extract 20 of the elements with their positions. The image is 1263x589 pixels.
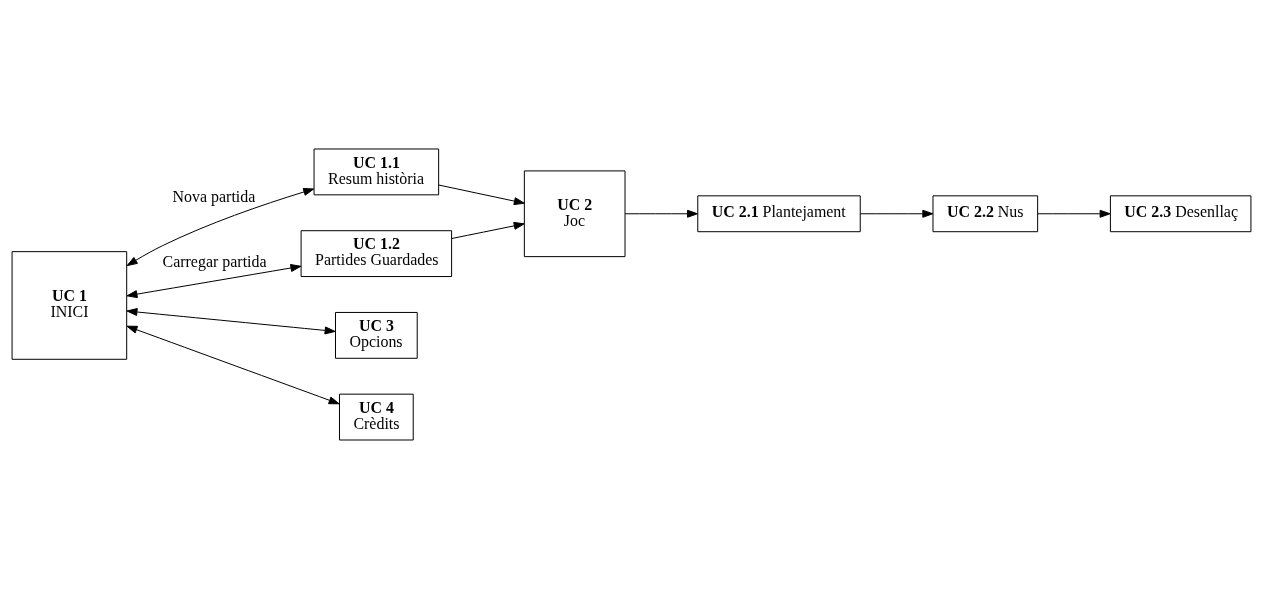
arrow	[859, 209, 934, 218]
arrow	[126, 325, 340, 405]
arrow	[438, 184, 525, 206]
arrow	[1037, 209, 1111, 218]
node-box: UC 1.1 Resum història	[313, 148, 440, 196]
node-box: UC 4 Crèdits	[339, 393, 414, 441]
node-box: UC 2 Joc	[523, 170, 626, 258]
arrow	[126, 188, 315, 267]
node-box: UC 2.2 Nus	[932, 195, 1039, 233]
node-box: UC 2.3 Desenllaç	[1109, 195, 1252, 233]
arrow	[126, 308, 336, 335]
node-box: UC 1 INICI	[11, 251, 128, 360]
edge-label: Carregar partida	[162, 253, 267, 271]
node-box: UC 2.1 Plantejament	[697, 195, 861, 233]
arrow	[451, 221, 525, 239]
node-box: UC 1.2 Partides Guardades	[300, 230, 453, 278]
arrow	[126, 264, 302, 299]
node-box: UC 3 Opcions	[335, 311, 418, 359]
arrow	[624, 209, 698, 218]
edge-label: Nova partida	[172, 187, 256, 205]
